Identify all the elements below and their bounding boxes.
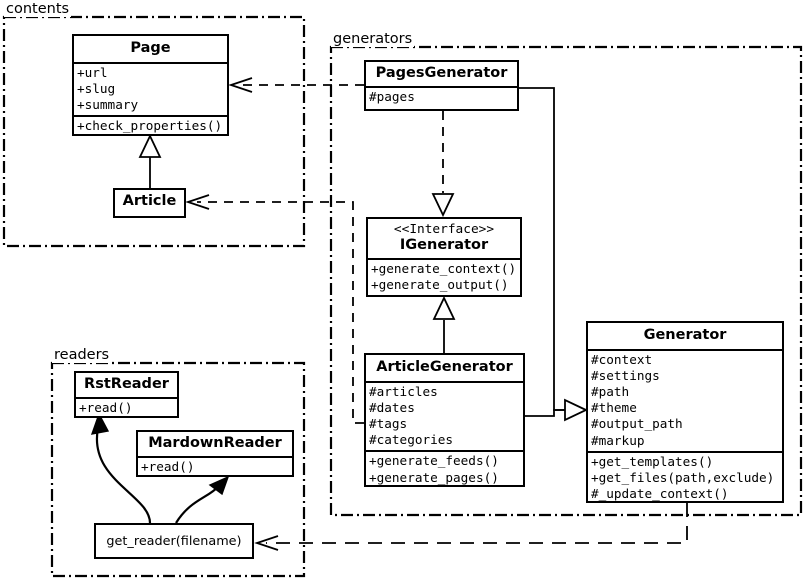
- attribute-item: #output_path: [591, 416, 683, 432]
- operation-item: +get_templates(): [591, 453, 714, 469]
- class-box-article[interactable]: Article: [113, 188, 186, 218]
- relation-articlegen-uses-article: [185, 194, 364, 424]
- operation-item: +generate_pages(): [369, 469, 499, 485]
- attribute-item: #pages: [369, 88, 415, 104]
- attribute-item: #theme: [591, 400, 637, 416]
- class-title-mardown-reader: MardownReader: [148, 435, 282, 451]
- class-box-mardown-reader[interactable]: MardownReader +read(): [136, 430, 294, 477]
- class-operations-mardown-reader: +read(): [138, 455, 292, 477]
- class-operations-page: +check_properties(): [74, 115, 227, 136]
- operation-item: +read(): [79, 399, 133, 415]
- class-title-igenerator: <<Interface>> IGenerator: [368, 219, 520, 258]
- package-label-contents: contents: [4, 1, 72, 17]
- attribute-item: #settings: [591, 367, 660, 383]
- class-operations-rst-reader: +read(): [76, 396, 177, 418]
- class-box-generator[interactable]: Generator #context #settings #path #them…: [586, 321, 784, 503]
- attribute-item: #path: [591, 384, 630, 400]
- class-operations-generator: +get_templates() +get_files(path,exclude…: [588, 450, 782, 505]
- operation-item: +generate_output(): [371, 277, 509, 293]
- attribute-item: #articles: [369, 383, 438, 399]
- class-title-page: Page: [130, 40, 171, 56]
- relation-article-inherits-page: [138, 133, 162, 188]
- class-title-pages-generator: PagesGenerator: [375, 65, 508, 81]
- attribute-item: #tags: [369, 416, 408, 432]
- attribute-item: +summary: [77, 97, 139, 113]
- operation-item: +read(): [141, 458, 195, 474]
- class-title-article: Article: [122, 193, 177, 209]
- relation-pagesgen-uses-page: [228, 77, 364, 93]
- package-label-readers: readers: [52, 347, 112, 363]
- attribute-item: +url: [77, 64, 108, 80]
- class-box-pages-generator[interactable]: PagesGenerator #pages: [364, 60, 519, 111]
- class-box-rst-reader[interactable]: RstReader +read(): [74, 371, 179, 418]
- class-stereotype-igenerator: <<Interface>>: [393, 222, 495, 237]
- class-title-generator: Generator: [643, 327, 727, 343]
- relation-pagesgen-implements-igen: [431, 111, 455, 218]
- class-attributes-pages-generator: #pages: [366, 85, 517, 107]
- class-box-igenerator[interactable]: <<Interface>> IGenerator +generate_conte…: [366, 217, 522, 297]
- operation-item: #_update_context(): [591, 486, 729, 502]
- package-label-generators: generators: [331, 31, 415, 47]
- relation-generator-uses-get-reader: [254, 503, 688, 551]
- relation-articlegen-to-generator: [525, 398, 589, 422]
- class-name-igenerator: IGenerator: [399, 237, 489, 254]
- attribute-item: #context: [591, 351, 653, 367]
- function-label-get-reader: get_reader(filename): [106, 533, 242, 549]
- class-operations-igenerator: +generate_context() +generate_output(): [368, 258, 520, 295]
- operation-item: +generate_context(): [371, 261, 517, 277]
- attribute-item: #dates: [369, 399, 415, 415]
- attribute-item: #categories: [369, 432, 454, 448]
- class-title-article-generator: ArticleGenerator: [376, 359, 513, 375]
- attribute-item: +slug: [77, 80, 116, 96]
- relation-articlegen-implements-igen: [432, 295, 456, 353]
- attribute-item: #markup: [591, 432, 645, 448]
- operation-item: +generate_feeds(): [369, 453, 499, 469]
- class-title-rst-reader: RstReader: [84, 376, 169, 392]
- relation-pagesgen-to-generator: [519, 87, 566, 411]
- operation-item: +check_properties(): [77, 118, 223, 134]
- function-box-get-reader[interactable]: get_reader(filename): [94, 523, 254, 559]
- class-operations-article-generator: +generate_feeds() +generate_pages(): [366, 450, 523, 487]
- relation-get-reader-creates-mardown: [175, 475, 230, 524]
- class-attributes-article-generator: #articles #dates #tags #categories: [366, 380, 523, 451]
- class-attributes-generator: #context #settings #path #theme #output_…: [588, 348, 782, 451]
- class-box-page[interactable]: Page +url +slug +summary +check_properti…: [72, 34, 229, 136]
- class-box-article-generator[interactable]: ArticleGenerator #articles #dates #tags …: [364, 353, 525, 487]
- class-attributes-page: +url +slug +summary: [74, 61, 227, 116]
- operation-item: +get_files(path,exclude): [591, 470, 775, 486]
